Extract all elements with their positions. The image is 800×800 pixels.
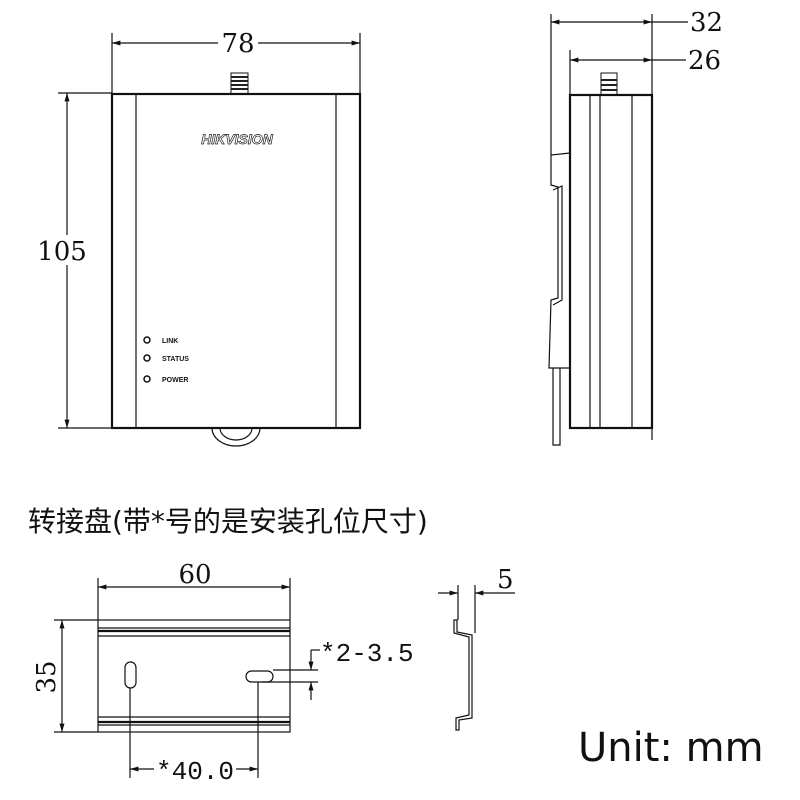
adapter-plate-title: 转接盘(带*号的是安装孔位尺寸) [28,505,428,538]
antenna-connector [230,72,249,95]
led-power-icon [143,375,151,383]
depth-total-label: 32 [690,8,723,38]
plate-height-label: 35 [32,660,62,693]
width-label: 78 [221,29,254,59]
front-view: 78 105 HIKVISION LINK STATUS POWER [37,28,362,447]
plate-width-label: 60 [178,560,211,590]
adapter-plate-front: 60 35 *2-3.5 *40.0 [32,560,414,787]
depth-body-label: 26 [688,46,721,76]
profile-depth-label: 5 [497,565,514,595]
led-indicators: LINK STATUS POWER [143,336,189,384]
adapter-plate-profile: 5 [438,565,515,731]
led-link-icon [143,336,151,344]
mounting-hole-slot-vertical [124,661,137,689]
side-view: 32 26 [548,8,723,446]
height-label: 105 [37,237,87,267]
brand-logo: HIKVISION [201,131,273,147]
hole-size-label: *2-3.5 [320,639,414,669]
led-power-label: POWER [162,377,188,384]
hole-spacing-label: *40.0 [156,757,234,787]
device-body [110,92,362,430]
led-status-label: STATUS [162,356,189,363]
led-status-icon [143,354,151,362]
mounting-hole-slot-horizontal [245,670,274,683]
led-link-label: LINK [162,338,178,345]
din-clip [548,152,571,446]
bottom-clip [211,427,261,447]
side-body [568,93,654,430]
unit-label: Unit: mm [578,725,764,771]
